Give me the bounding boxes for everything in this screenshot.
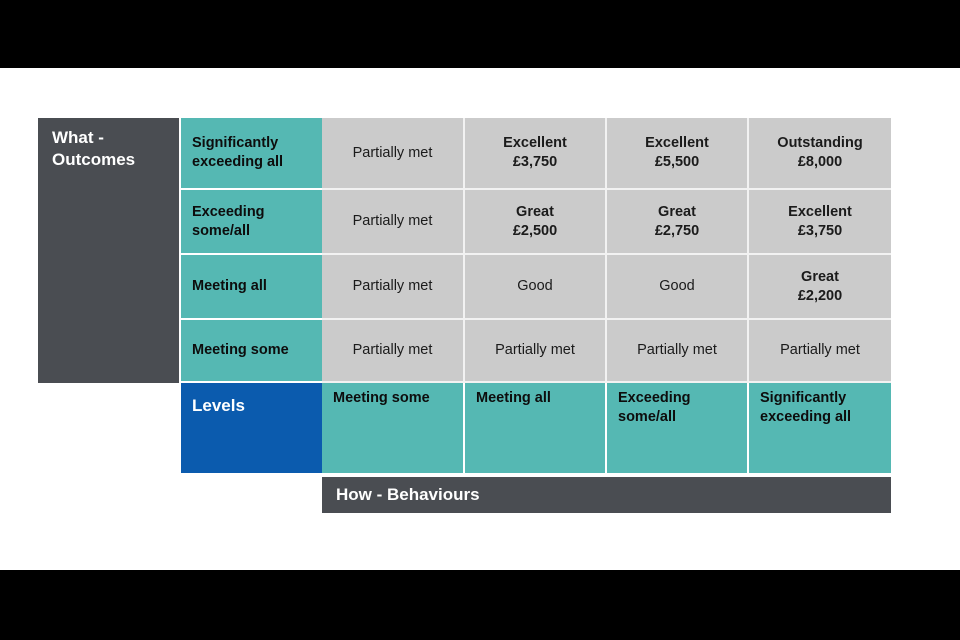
- what-outcomes-line-2: Outcomes: [52, 149, 136, 169]
- matrix-cell-rating-r3c1: Partially met: [495, 342, 575, 359]
- matrix-cell-r1c0: Partially met: [322, 190, 465, 255]
- how-behaviours-axis-label: How - Behaviours: [322, 477, 891, 513]
- matrix-cell-r1c1: Great £2,500: [465, 190, 607, 255]
- behaviour-level-label-3: Significantly exceeding all: [749, 383, 891, 473]
- levels-axis-label: Levels: [181, 383, 322, 473]
- matrix-cell-r2c0: Partially met: [322, 255, 465, 320]
- matrix-cell-r3c1: Partially met: [465, 320, 607, 383]
- matrix-cell-r1c2: Great £2,750: [607, 190, 749, 255]
- matrix-cell-r0c3: Outstanding £8,000: [749, 118, 891, 190]
- behaviour-level-label-2: Exceeding some/all: [607, 383, 749, 473]
- matrix-cell-r0c0: Partially met: [322, 118, 465, 190]
- outcome-level-label-1: Exceeding some/all: [181, 190, 322, 255]
- matrix-cell-rating-r1c2: Great: [658, 203, 696, 220]
- matrix-cell-rating-r2c3: Great: [801, 268, 839, 285]
- matrix-cell-amount-r0c2: £5,500: [654, 154, 700, 170]
- matrix-cell-amount-r2c3: £2,200: [797, 287, 843, 304]
- matrix-cell-rating-r3c0: Partially met: [352, 342, 433, 359]
- what-outcomes-line-1: What -: [52, 128, 104, 147]
- matrix-cell-amount-r1c3: £3,750: [797, 222, 843, 239]
- behaviour-level-label-0: Meeting some: [322, 383, 465, 473]
- matrix-cell-r0c1: Excellent £3,750: [465, 118, 607, 190]
- matrix-cell-r0c2: Excellent £5,500: [607, 118, 749, 190]
- matrix-cell-r3c3: Partially met: [749, 320, 891, 383]
- matrix-cell-rating-r3c3: Partially met: [780, 342, 860, 359]
- matrix-cell-r2c2: Good: [607, 255, 749, 320]
- matrix-cell-r2c3: Great £2,200: [749, 255, 891, 320]
- performance-matrix: What - Outcomes Significantly exceeding …: [38, 118, 891, 563]
- matrix-cell-rating-r0c2: Excellent: [645, 135, 709, 152]
- matrix-cell-rating-r1c3: Excellent: [788, 203, 852, 220]
- matrix-cell-amount-r1c1: £2,500: [512, 222, 558, 239]
- behaviour-level-label-1: Meeting all: [465, 383, 607, 473]
- matrix-cell-rating-r2c1: Good: [517, 278, 553, 295]
- matrix-cell-rating-r0c1: Excellent: [503, 135, 567, 152]
- matrix-cell-r3c2: Partially met: [607, 320, 749, 383]
- matrix-cell-rating-r1c1: Great: [516, 203, 554, 220]
- matrix-cell-r2c1: Good: [465, 255, 607, 320]
- matrix-cell-rating-r3c2: Partially met: [637, 342, 717, 359]
- matrix-cell-rating-r0c0: Partially met: [352, 144, 433, 161]
- matrix-cell-amount-r0c3: £8,000: [797, 154, 843, 170]
- matrix-cell-r1c3: Excellent £3,750: [749, 190, 891, 255]
- matrix-cell-rating-r2c0: Partially met: [352, 278, 433, 295]
- what-outcomes-axis-label: What - Outcomes: [38, 118, 179, 383]
- matrix-cell-amount-r1c2: £2,750: [654, 222, 700, 239]
- outcome-level-label-0: Significantly exceeding all: [181, 118, 322, 190]
- outcome-level-label-3: Meeting some: [181, 320, 322, 383]
- matrix-cell-rating-r2c2: Good: [659, 278, 695, 295]
- slide-canvas: What - Outcomes Significantly exceeding …: [0, 68, 960, 570]
- matrix-cell-rating-r0c3: Outstanding: [777, 135, 863, 152]
- matrix-cell-r3c0: Partially met: [322, 320, 465, 383]
- matrix-cell-amount-r0c1: £3,750: [512, 154, 558, 170]
- matrix-cell-rating-r1c0: Partially met: [352, 213, 433, 230]
- outcome-level-label-2: Meeting all: [181, 255, 322, 320]
